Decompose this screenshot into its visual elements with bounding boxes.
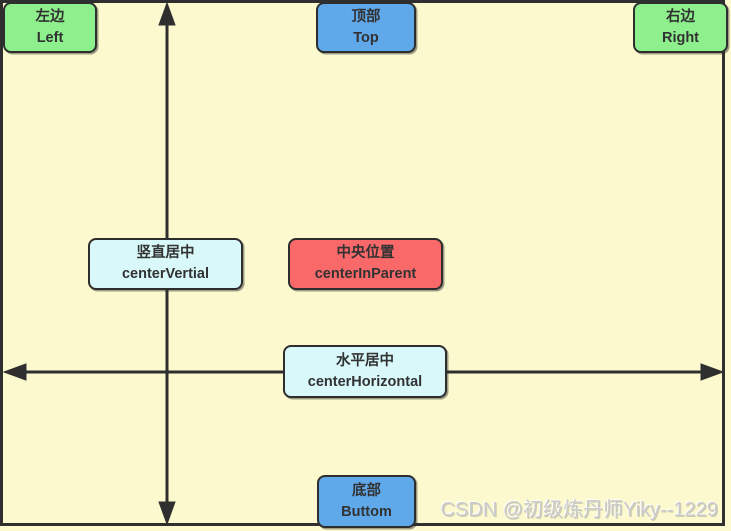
box-center-in-parent-label-en: centerInParent <box>314 266 417 282</box>
box-right-label-en: Right <box>661 29 700 46</box>
box-center-vertical-label-zh: 竖直居中 <box>136 245 195 262</box>
box-top-label-zh: 顶部 <box>351 8 381 25</box>
box-center-horizontal: 水平居中 centerHorizontal <box>283 345 447 398</box>
box-left-label-en: Left <box>36 29 64 46</box>
box-right: 右边 Right <box>633 2 728 53</box>
box-bottom: 底部 Buttom <box>317 475 416 528</box>
box-top: 顶部 Top <box>316 2 416 53</box>
box-center-vertical-label-en: centerVertial <box>121 266 210 282</box>
box-center-vertical: 竖直居中 centerVertial <box>88 238 243 290</box>
box-center-horizontal-label-zh: 水平居中 <box>336 352 394 369</box>
csdn-watermark: CSDN @初级炼丹师Yiky--1229 <box>440 499 718 521</box>
box-center-in-parent-label-zh: 中央位置 <box>336 245 395 262</box>
box-bottom-label-zh: 底部 <box>352 482 381 499</box>
box-bottom-label-en: Buttom <box>341 503 392 520</box>
box-right-label-zh: 右边 <box>666 8 695 25</box>
box-left: 左边 Left <box>3 2 97 53</box>
box-left-label-zh: 左边 <box>35 8 65 25</box>
box-center-in-parent: 中央位置 centerInParent <box>288 238 443 290</box>
box-center-horizontal-label-en: centerHorizontal <box>307 373 423 390</box>
box-top-label-en: Top <box>353 29 379 46</box>
